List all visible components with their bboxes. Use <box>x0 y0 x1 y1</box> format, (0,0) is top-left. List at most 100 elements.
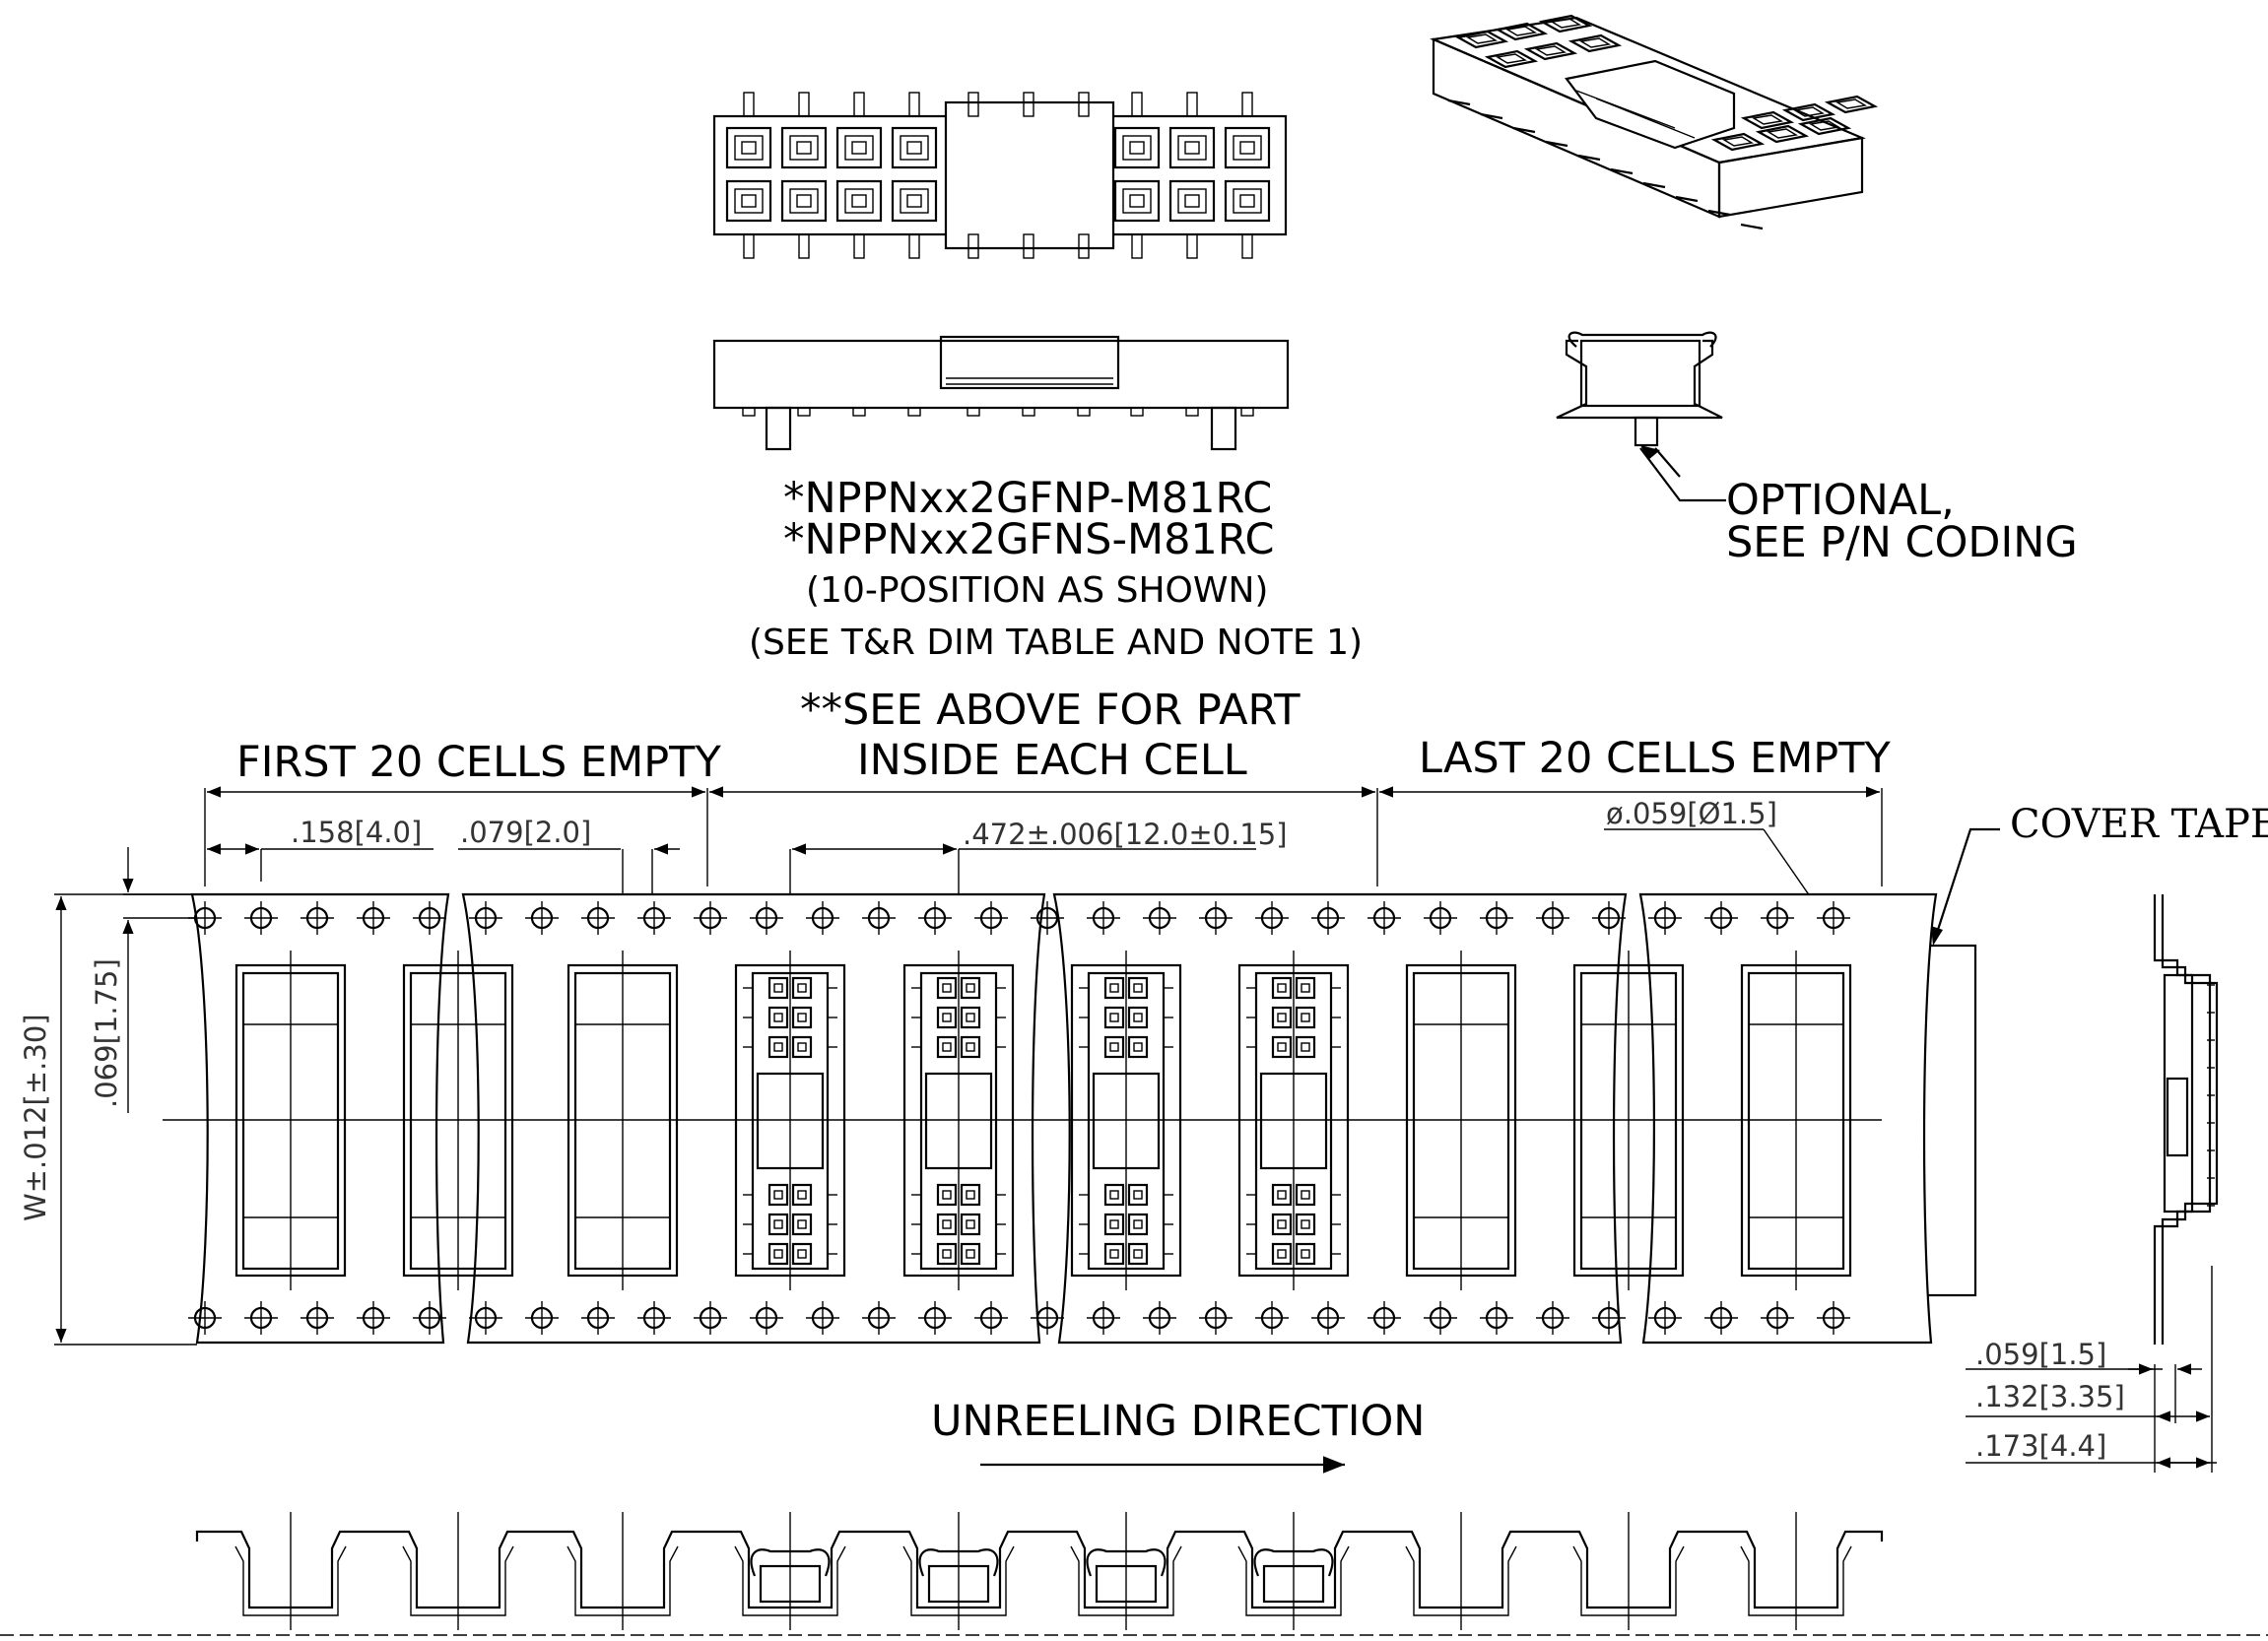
connector-contact <box>966 1013 975 1022</box>
connector-section <box>918 1548 999 1577</box>
table-note: (SEE T&R DIM TABLE AND NOTE 1) <box>749 623 1363 663</box>
dim-cell-pitch: .472±.006[12.0±0.15] <box>963 818 1288 851</box>
pocket-inner <box>1412 971 1510 1271</box>
part-number-callouts: *NPPNxx2GFNP-M81RC *NPPNxx2GFNS-M81RC (1… <box>236 474 2268 1446</box>
connector-contact <box>966 1249 975 1259</box>
pin <box>967 233 979 259</box>
connector-contact <box>966 1219 975 1229</box>
connector-contact <box>1133 1219 1143 1229</box>
connector-contact <box>797 1042 807 1052</box>
side-pin <box>1077 407 1091 417</box>
connector-contact <box>773 1013 783 1022</box>
connector-isometric-view <box>1430 14 1879 230</box>
connector-top-view <box>712 92 1288 259</box>
connector-cell <box>936 976 958 1000</box>
connector-side-view <box>712 335 1290 451</box>
iso-cell-inner <box>1496 53 1527 64</box>
connector-contact <box>1133 1013 1143 1022</box>
connector-cell <box>791 1006 813 1029</box>
connector-cell <box>960 1035 981 1059</box>
connector-cell <box>1295 1006 1316 1029</box>
iso-pin <box>1675 195 1699 203</box>
connector-contact <box>942 983 952 993</box>
connector-contact <box>773 1249 783 1259</box>
contact-cell <box>1168 126 1216 169</box>
pin <box>908 92 920 117</box>
connector-cell <box>767 1183 789 1207</box>
connector-section <box>1086 1548 1167 1577</box>
tape-segment <box>1052 892 1628 1345</box>
connector-cell <box>936 1242 958 1266</box>
contact <box>1129 141 1145 155</box>
connector-cell <box>1103 1035 1125 1059</box>
connector-contact <box>797 1190 807 1200</box>
contact-cell-inner <box>900 188 929 214</box>
pin <box>1023 92 1034 117</box>
dim-tape-thickness: .059[1.5] <box>1975 1338 2106 1371</box>
contact <box>1184 141 1200 155</box>
iso-cell <box>1824 95 1879 114</box>
connector-cell <box>1127 1183 1149 1207</box>
connector-contact <box>1277 1249 1287 1259</box>
connector-cell <box>960 1213 981 1236</box>
iso-cell-inner <box>1752 114 1783 125</box>
tape-segment <box>190 892 450 1345</box>
dim-tape-width: W±.012[±.30] <box>19 1014 52 1221</box>
positions-note: (10-POSITION AS SHOWN) <box>806 570 1268 611</box>
connector-contact <box>1109 1042 1119 1052</box>
iso-cell <box>1755 124 1810 144</box>
connector-cell <box>791 1183 813 1207</box>
connector-body-section <box>927 1564 990 1604</box>
connector-contact <box>1277 1013 1287 1022</box>
iso-cell <box>1454 30 1509 49</box>
connector-cell <box>767 1035 789 1059</box>
contact-cell-inner <box>734 135 764 161</box>
side-pin <box>1130 407 1144 417</box>
contact-cell <box>1224 179 1271 223</box>
carrier-tape-side-profile <box>2153 894 2219 1345</box>
connector-contact <box>1109 1013 1119 1022</box>
side-pin <box>852 407 866 417</box>
connector-cap <box>1092 1072 1161 1170</box>
connector-contact <box>773 1190 783 1200</box>
iso-pin <box>1642 181 1666 189</box>
iso-cell <box>1781 102 1836 122</box>
connector-contact <box>1301 1219 1310 1229</box>
iso-cell-inner <box>1550 18 1581 29</box>
contact-cell-inner <box>1177 188 1207 214</box>
iso-pin <box>1610 167 1634 175</box>
connector-contact <box>942 1219 952 1229</box>
connector-body-section <box>759 1564 822 1604</box>
connector-cell <box>767 1006 789 1029</box>
contact-cell <box>725 179 772 223</box>
connector-cell <box>960 1006 981 1029</box>
contact-cell <box>1224 126 1271 169</box>
contact-cell <box>835 179 883 223</box>
connector-cell <box>1103 1183 1125 1207</box>
connector-cell <box>767 976 789 1000</box>
pin <box>743 233 755 259</box>
connector-cell <box>791 1035 813 1059</box>
contact <box>796 194 812 208</box>
contact <box>1129 194 1145 208</box>
pocket-inner <box>1579 971 1678 1271</box>
carrier-tape-cross-section <box>0 1512 2268 1636</box>
connector-section <box>750 1548 831 1577</box>
dim-pocket-depth: .132[3.35] <box>1975 1380 2125 1413</box>
contact-cell <box>780 126 828 169</box>
connector-cell <box>1127 1213 1149 1236</box>
connector-contact <box>1301 1249 1310 1259</box>
contact-cell <box>891 179 938 223</box>
iso-cell-inner <box>1579 37 1611 48</box>
contact <box>796 141 812 155</box>
contact-cell-inner <box>789 135 819 161</box>
connector-cell <box>1103 976 1125 1000</box>
contact-cell <box>835 126 883 169</box>
connector-cell <box>1103 1242 1125 1266</box>
dimension-labels: .158[4.0] .079[2.0] .472±.006[12.0±0.15]… <box>19 797 2125 1463</box>
first-cells-label: FIRST 20 CELLS EMPTY <box>236 738 721 787</box>
connector-contact <box>966 1042 975 1052</box>
pin <box>853 233 865 259</box>
contact-cell <box>780 179 828 223</box>
